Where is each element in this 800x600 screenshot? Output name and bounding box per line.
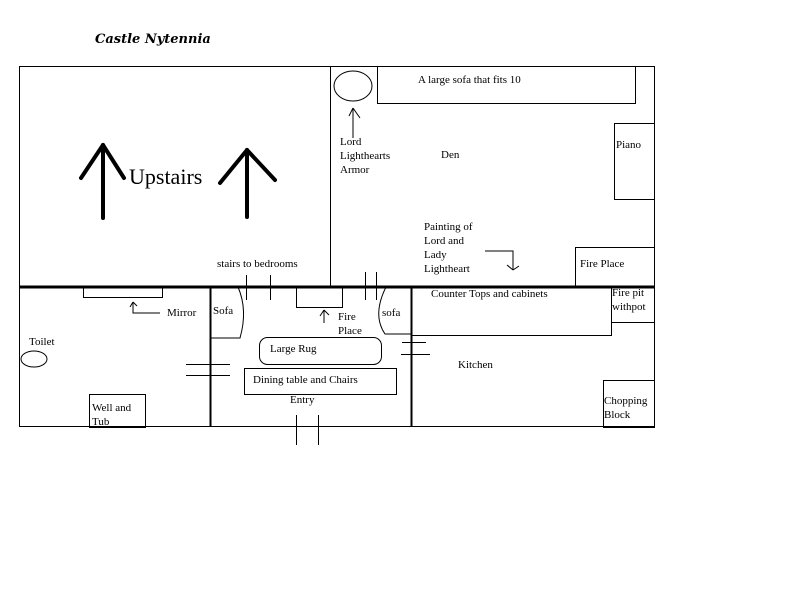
well-tub-label: Well and Tub [92, 402, 132, 428]
well-tub [89, 394, 146, 428]
left-sofa-label: Sofa [213, 305, 234, 317]
up-arrow-icon [79, 143, 126, 220]
left-sofa [210, 286, 244, 339]
large-sofa [377, 66, 636, 104]
stairs-label: stairs to bedrooms [217, 258, 298, 270]
entry-fireplace [296, 287, 343, 308]
right-sofa-label: sofa [382, 307, 401, 319]
large-rug [259, 337, 382, 365]
mirror-shape [83, 287, 163, 298]
toilet-label: Toilet [29, 336, 55, 348]
entry-fireplace-label: Fire Place [338, 311, 362, 337]
armor-label: Lord Lighthearts Armor [340, 136, 391, 176]
counter-label: Counter Tops and cabinets [431, 288, 548, 300]
kitchen-label: Kitchen [458, 359, 493, 371]
arrow-down-icon [485, 250, 520, 271]
den-label: Den [441, 149, 460, 161]
entry-label: Entry [290, 394, 315, 406]
dining-label: Dining table and Chairs [253, 374, 358, 386]
toilet-shape [20, 350, 48, 368]
arrow-up-icon [319, 309, 330, 323]
arrow-up-icon [348, 107, 361, 138]
armor-shape [333, 70, 373, 102]
arrow-up-icon [129, 301, 160, 314]
fire-pit-label: Fire pit withpot [612, 287, 646, 313]
large-sofa-label: A large sofa that fits 10 [418, 74, 521, 86]
mirror-label: Mirror [167, 307, 197, 319]
outer-wall [19, 66, 655, 427]
painting-label: Painting of Lord and Lady Lightheart [424, 221, 473, 275]
piano-label: Piano [616, 139, 642, 151]
rug-label: Large Rug [270, 343, 317, 355]
right-sofa [378, 286, 411, 335]
upstairs-label: Upstairs [129, 164, 203, 189]
chopping-block-label: Chopping Block [604, 395, 648, 421]
den-fireplace-label: Fire Place [580, 258, 625, 270]
dining-table [244, 368, 397, 395]
page-title: Castle Nytennia [95, 32, 211, 47]
chopping-block [603, 380, 655, 428]
piano [614, 123, 655, 200]
up-arrow-icon [218, 148, 277, 219]
fire-pit [611, 287, 655, 323]
